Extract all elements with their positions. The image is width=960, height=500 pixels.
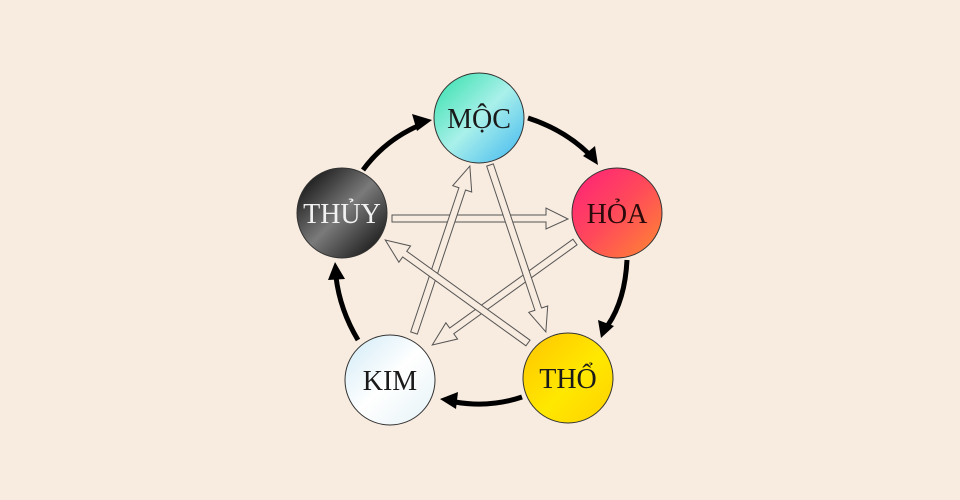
arrowhead-thuy-to-moc: [412, 114, 432, 131]
hoa-circle: [571, 167, 663, 259]
arrowhead-hoa-to-tho: [598, 320, 614, 338]
arrow-tho-to-thuy: [384, 239, 531, 347]
arrow-moc-to-tho: [486, 163, 549, 334]
hoa-label: HỎA: [587, 199, 648, 230]
tho-circle: [522, 332, 614, 424]
arrow-hoa-to-tho: [605, 259, 630, 327]
kim-label: KIM: [363, 366, 418, 397]
arrow-moc-to-hoa: [527, 115, 592, 157]
arrow-thuy-to-hoa: [391, 207, 570, 230]
arrow-thuy-to-moc: [360, 122, 421, 172]
moc-circle: [433, 72, 525, 164]
arrow-tho-to-kim: [454, 394, 523, 407]
arrow-kim-to-thuy: [333, 276, 361, 342]
arrow-kim-to-moc: [410, 164, 473, 335]
generating-cycle: [328, 114, 630, 409]
node-tho: THỔ: [522, 332, 614, 424]
overcoming-cycle: [384, 163, 578, 347]
node-moc: MỘC: [433, 72, 525, 164]
node-kim: KIM: [344, 334, 436, 426]
node-hoa: HỎA: [571, 167, 663, 259]
tho-label: THỔ: [539, 363, 597, 395]
thuy-circle: [296, 167, 388, 259]
arrowhead-tho-to-kim: [440, 392, 458, 409]
node-thuy: THỦY: [296, 167, 388, 259]
thuy-label: THỦY: [303, 199, 381, 230]
kim-circle: [344, 334, 436, 426]
arrowhead-kim-to-thuy: [328, 262, 345, 280]
arrowhead-moc-to-hoa: [583, 146, 598, 165]
moc-label: MỘC: [447, 104, 511, 135]
arrow-hoa-to-kim: [431, 238, 578, 346]
